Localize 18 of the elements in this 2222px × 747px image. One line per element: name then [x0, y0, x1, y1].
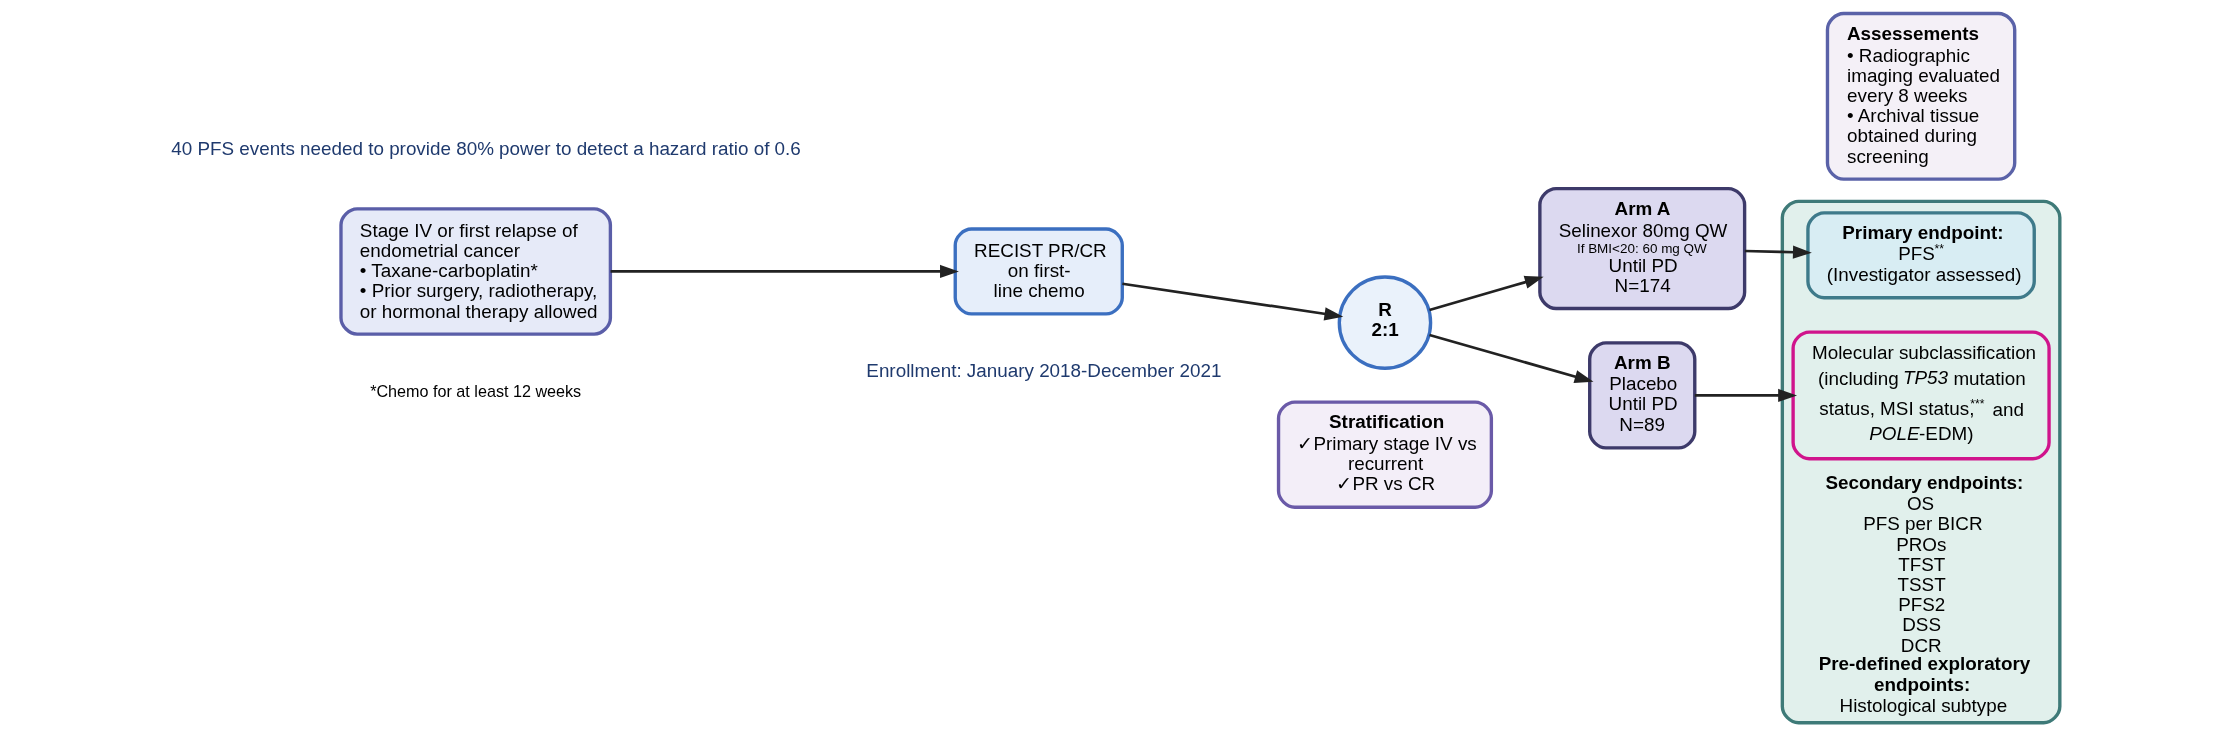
- node-box: Molecular subclassification (including TP53 mutation status, MSI status,$^{***}$ and POLE-EDM): [1790, 330, 2051, 461]
- node-box: Stratification ✓Primary stage IV vs recurrent ✓PR vs CR: [1276, 400, 1493, 509]
- arrow: [1428, 333, 1593, 384]
- arrow: [1428, 275, 1544, 312]
- label: 40 PFS events needed to provide 80% power to detect a hazard ratio of 0.6: [170, 138, 801, 160]
- node-box: Stage IV or first relapse of endometrial cancer • Taxane-carboplatin* • Prior surgery, radiotherapy, or hormonal therapy allowed: [338, 207, 612, 336]
- arrow: [1121, 282, 1343, 321]
- arrow: [610, 264, 959, 279]
- node-box: Arm B Placebo Until PD N=89: [1587, 341, 1696, 450]
- node-box: RECIST PR/CR on first-line chemo: [953, 227, 1124, 316]
- arrow: [1694, 388, 1797, 402]
- node-label: *Chemo for at least 12 weeks: [369, 381, 581, 400]
- node-box: Primary endpoint: PFS$^{**}$ (Investigator assessed): [1805, 211, 2036, 300]
- node-circle: R 2:1: [1337, 275, 1432, 370]
- label: Enrollment: January 2018-December 2021: [865, 360, 1221, 382]
- node-box: Assessements • Radiographic imaging evaluated every 8 weeks • Archival tissue obtained during screening: [1825, 11, 2016, 181]
- node-box: Arm A Selinexor 80mg QW If BMI<20: 60 mg QW Until PD N=174: [1537, 186, 1746, 311]
- arrow: [1744, 245, 1812, 259]
